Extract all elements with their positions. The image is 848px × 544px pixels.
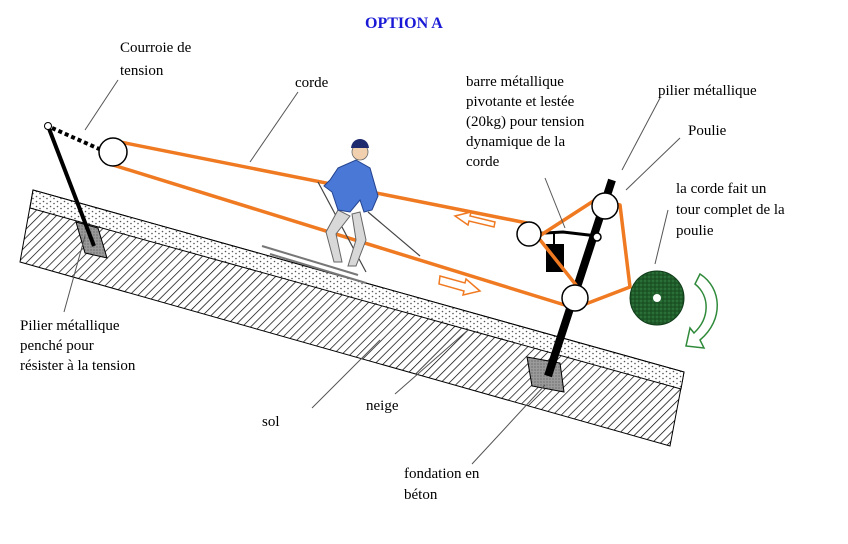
pivot-point (592, 232, 602, 242)
rotation-arrow-icon (685, 272, 718, 349)
label-courroie: Courroie de tension (120, 40, 195, 79)
label-barre: barre métallique pivotante et lestée (20… (466, 74, 588, 170)
direction-arrow-icon (453, 210, 496, 228)
tension-strap (51, 126, 107, 154)
label-poulie: Poulie (688, 123, 727, 139)
label-fondation: fondation en béton (404, 466, 483, 503)
label-neige: neige (366, 398, 399, 414)
pulley-bottom (561, 284, 589, 312)
label-tour-complet: la corde fait un tour complet de la poul… (676, 181, 788, 239)
pulley-tension (516, 221, 542, 247)
snow-layer (29, 189, 685, 390)
leader-lines (63, 79, 681, 465)
pulley-top (591, 192, 619, 220)
direction-arrow-icon (438, 275, 482, 297)
label-corde: corde (295, 75, 329, 91)
tilted-pillar-left (46, 125, 96, 247)
rope (109, 138, 632, 308)
pulley-left (98, 137, 128, 167)
label-pilier-penche: Pilier métallique penché pour résister à… (20, 318, 136, 374)
label-pilier-metallique: pilier métallique (658, 83, 757, 99)
skier-figure (261, 139, 421, 284)
label-sol: sol (262, 414, 280, 430)
drive-pulley-hub (653, 294, 661, 302)
diagram-title: OPTION A (365, 15, 443, 32)
pillar-top-pivot (44, 122, 52, 130)
